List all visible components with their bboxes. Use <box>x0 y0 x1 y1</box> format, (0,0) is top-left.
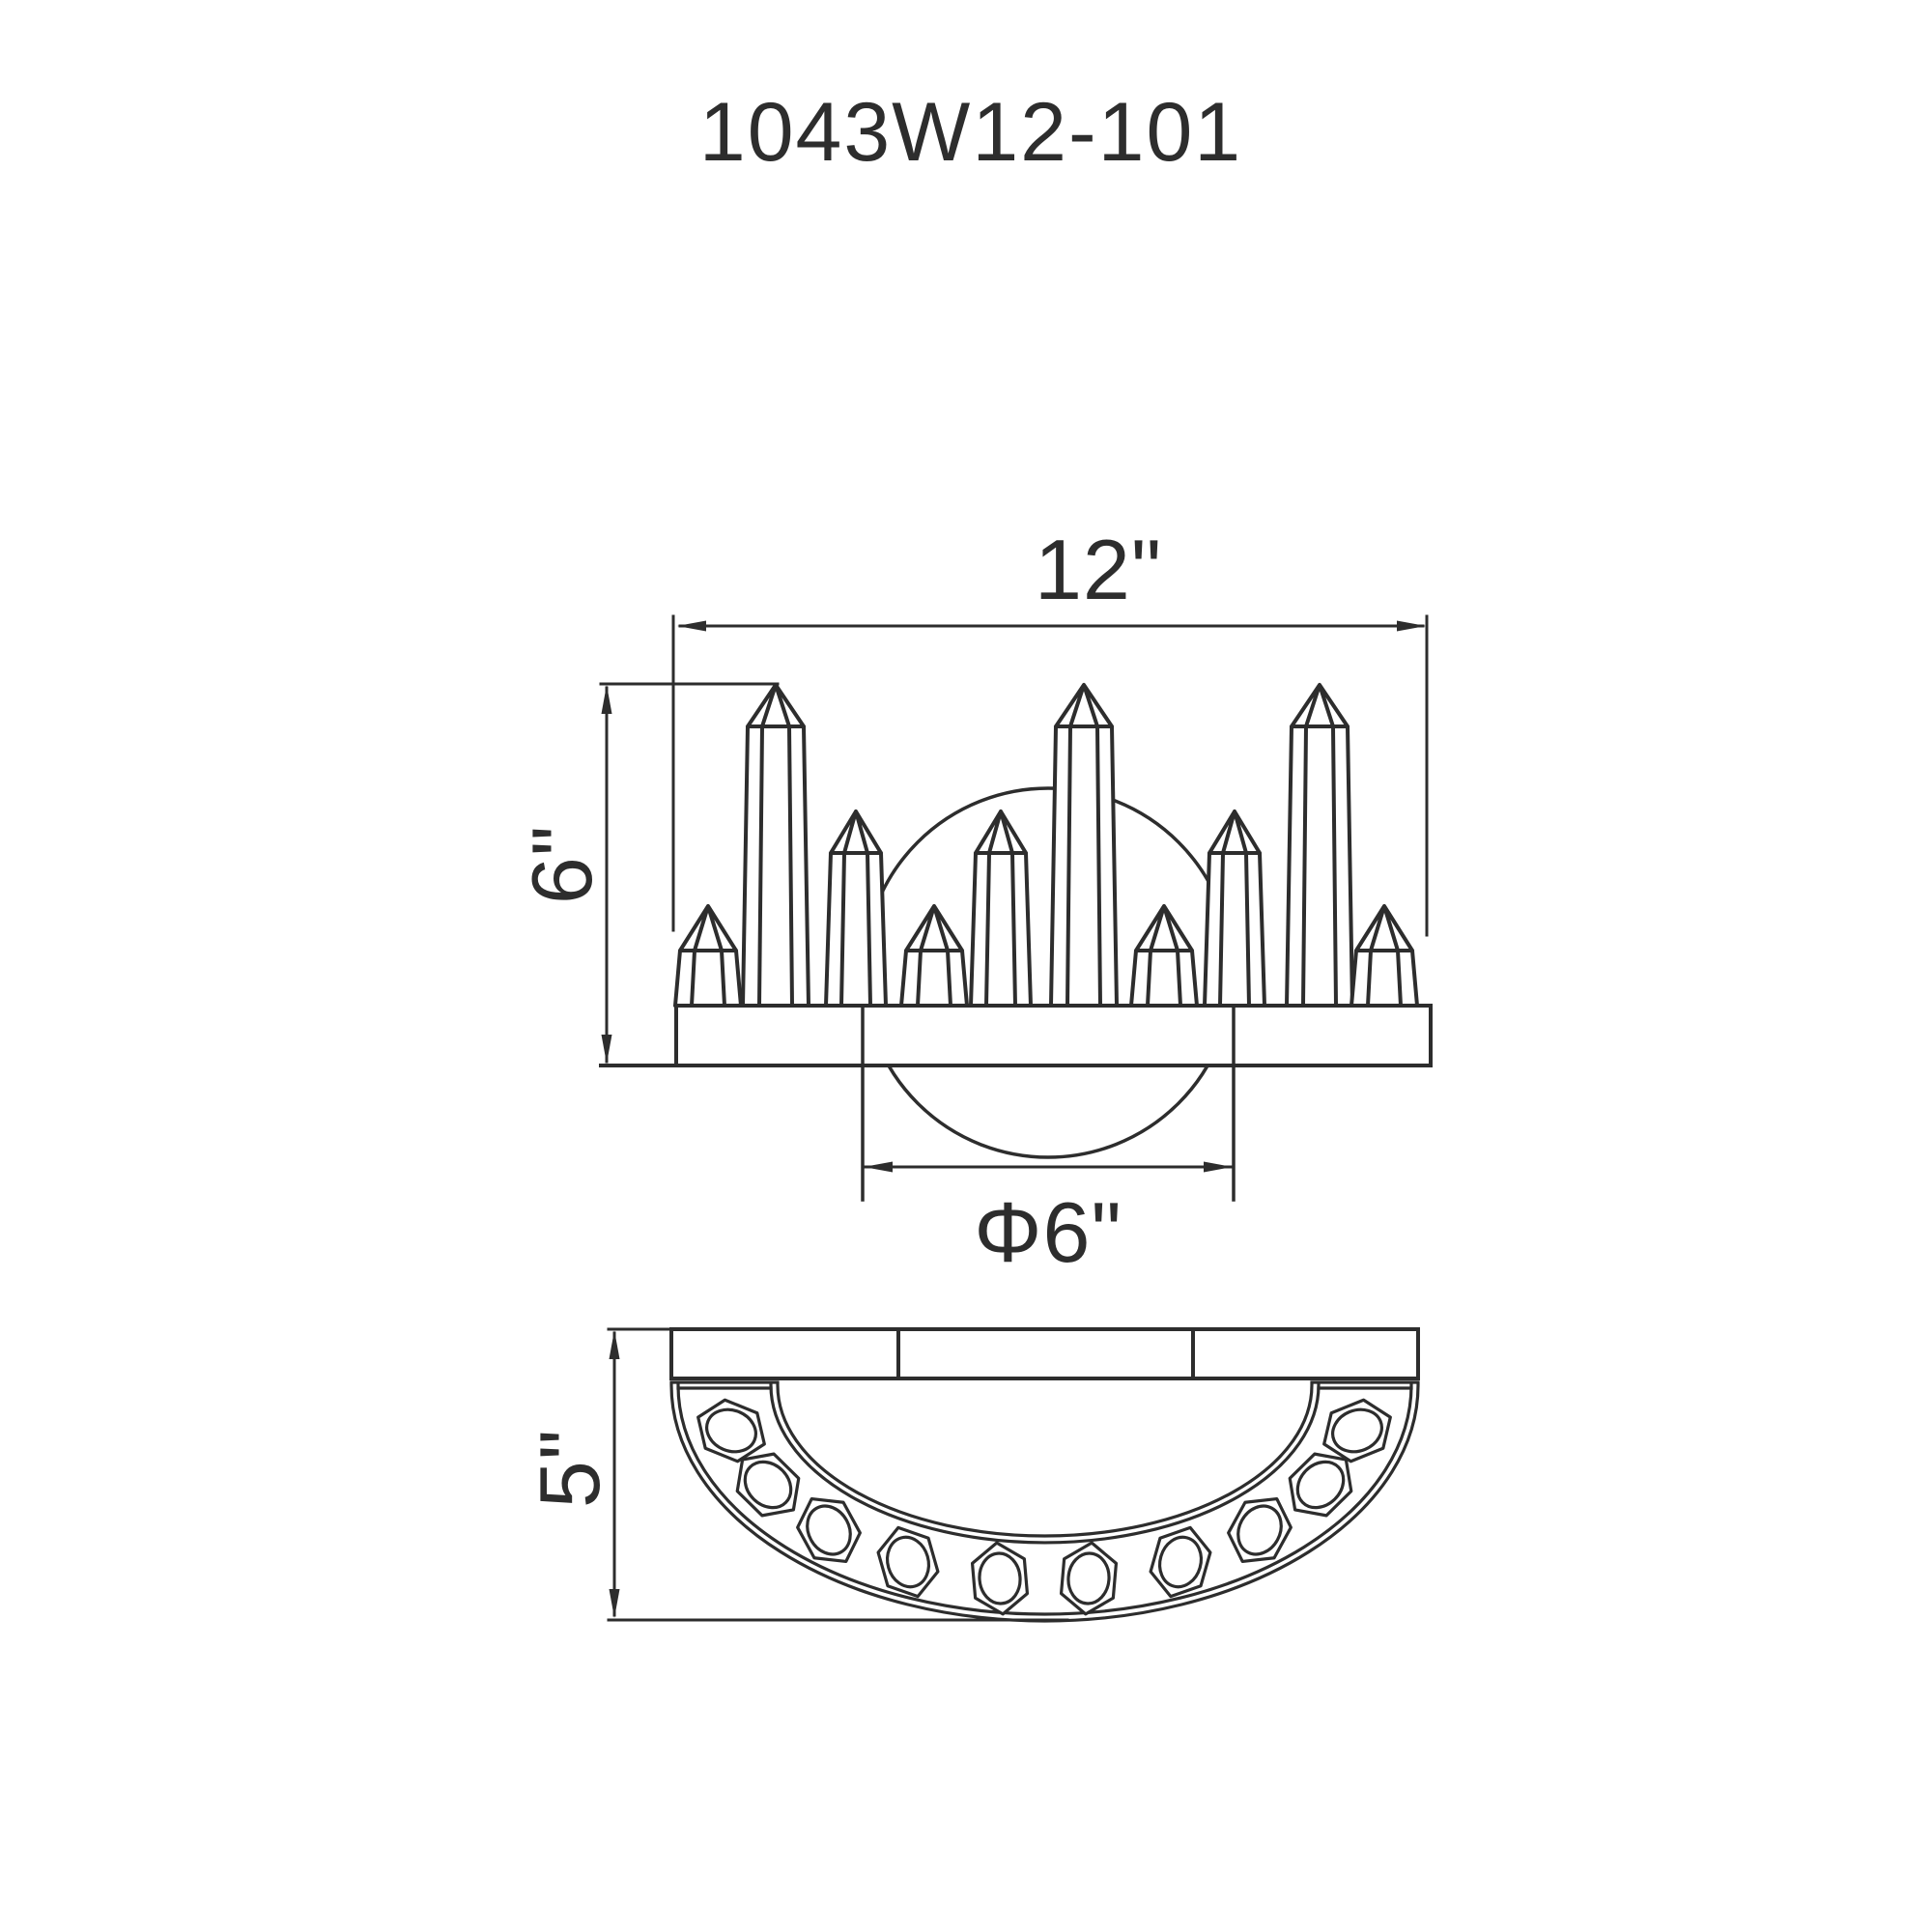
depth-label: 5" <box>522 1429 617 1508</box>
crystal-spike <box>969 810 1033 1008</box>
crystal-body-fill <box>675 906 741 1006</box>
crystal-body-fill <box>1131 906 1197 1006</box>
crystal-body-fill <box>901 906 967 1006</box>
crystal-outline <box>1049 683 1119 1008</box>
height-label: 6" <box>514 825 610 904</box>
crystal-spikes <box>673 683 1419 1008</box>
crystal-outline <box>824 810 888 1008</box>
crystal-socket <box>1322 1398 1392 1463</box>
arrowhead-left <box>864 1161 893 1173</box>
socket-circle <box>1331 1407 1383 1454</box>
crystal-outline <box>969 810 1033 1008</box>
front-view: 12" 6" Φ6" <box>514 522 1433 1280</box>
band-outer-arc-inner-line <box>676 1383 1413 1616</box>
crystal-socket <box>735 1452 801 1518</box>
crystal-outline <box>1129 904 1199 1008</box>
crystal-socket <box>796 1496 862 1564</box>
dimension-height <box>599 682 780 1064</box>
crystal-outline <box>741 683 810 1008</box>
socket-circle <box>978 1551 1022 1605</box>
backplate-bottom <box>669 1327 1420 1380</box>
mounting-plate-front <box>674 1004 1433 1067</box>
crystal-socket <box>1227 1496 1293 1564</box>
crystal-socket <box>1059 1541 1119 1616</box>
socket-circle <box>1295 1460 1346 1510</box>
crystal-body-fill <box>1351 906 1417 1006</box>
crystal-outline <box>1285 683 1354 1008</box>
crystal-outline <box>1350 904 1419 1008</box>
arrowhead-right <box>1204 1161 1233 1173</box>
dimension-depth <box>607 1327 1069 1622</box>
crystal-socket <box>1149 1525 1212 1599</box>
crystal-body-fill <box>826 811 886 1006</box>
arrowhead-down <box>601 1035 612 1064</box>
arrowhead-up <box>601 685 612 714</box>
arrowhead-up <box>609 1330 620 1359</box>
crystal-body-fill <box>1287 685 1352 1006</box>
crystal-spike <box>1129 904 1199 1008</box>
socket-circle <box>885 1535 931 1589</box>
socket-hexagon <box>696 1398 766 1463</box>
socket-circle <box>806 1504 852 1556</box>
crystal-socket <box>1288 1452 1353 1518</box>
model-number: 1043W12-101 <box>699 86 1242 179</box>
width-label: 12" <box>1035 522 1162 617</box>
crystal-socket <box>970 1541 1030 1616</box>
band-inner-arc <box>769 1383 1321 1545</box>
crystal-outline <box>1203 810 1266 1008</box>
arrowhead-down <box>609 1589 620 1618</box>
crystal-outline <box>673 904 743 1008</box>
dimension-diameter <box>864 1161 1233 1173</box>
crystal-spike <box>899 904 969 1008</box>
band-inner-arc-inner-line <box>776 1383 1314 1538</box>
crystal-spike <box>824 810 888 1008</box>
socket-circle <box>1066 1551 1111 1605</box>
crystal-body-fill <box>971 811 1031 1006</box>
crystal-spike <box>673 904 743 1008</box>
crystal-body-fill <box>1205 811 1264 1006</box>
socket-circle <box>1157 1535 1204 1589</box>
crystal-spike <box>1285 683 1354 1008</box>
arrowhead-right <box>1397 620 1426 632</box>
socket-hexagon <box>1322 1398 1392 1463</box>
crystal-spike <box>1049 683 1119 1008</box>
crystal-spike <box>1203 810 1266 1008</box>
crystal-body-fill <box>1051 685 1117 1006</box>
bottom-view: 5" <box>522 1327 1420 1623</box>
crystal-body-fill <box>743 685 809 1006</box>
crystal-socket <box>696 1398 766 1463</box>
socket-circle <box>743 1460 793 1510</box>
diameter-label: Φ6" <box>974 1184 1122 1280</box>
crystal-outline <box>899 904 969 1008</box>
crystal-socket <box>876 1525 940 1599</box>
socket-circle <box>705 1407 757 1454</box>
arrowhead-left <box>677 620 706 632</box>
socket-circle <box>1236 1504 1283 1556</box>
dimension-width <box>671 614 1429 937</box>
crystal-spike <box>1350 904 1419 1008</box>
crystal-spike <box>741 683 810 1008</box>
crystal-sockets <box>696 1398 1392 1616</box>
